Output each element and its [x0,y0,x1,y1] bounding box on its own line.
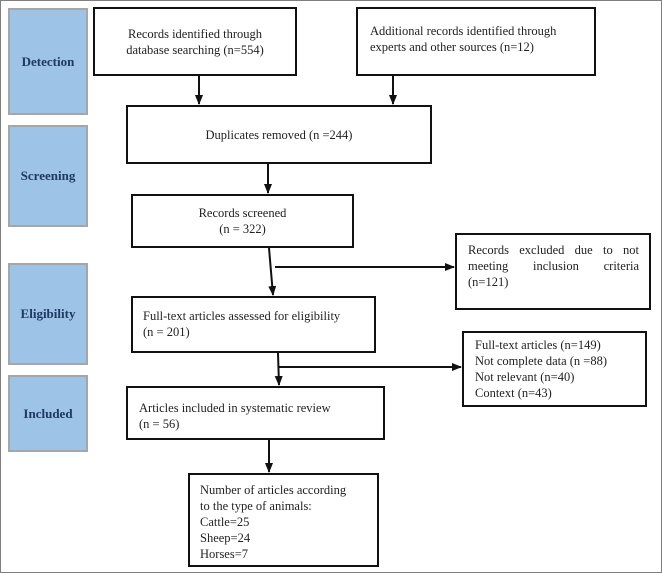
box-text-line: Duplicates removed (n =244) [205,127,353,142]
box-text-line: meeting inclusion criteria [468,259,639,273]
box-records-excluded: Records excluded due to not meeting incl… [455,233,651,310]
box-text-line: (n = 56) [139,417,180,431]
box-text-line: database searching (n=554) [126,42,264,57]
box-identified-database: Records identified through database sear… [93,7,297,76]
box-text-line: Records screened [198,206,287,220]
stage-detection-label: Detection [21,53,75,69]
box-identified-other-sources: Additional records identified through ex… [356,7,596,76]
box-articles-by-animal: Number of articles according to the type… [188,473,379,567]
box-text-line: (n = 201) [143,325,190,339]
box-records-screened: Records screened (n = 322) [131,194,354,248]
box-text-line: Context (n=43) [475,386,552,400]
box-text-line: (n = 322) [219,222,266,236]
box-text-line: Cattle=25 [200,515,250,529]
box-text-line: to the type of animals: [200,499,312,513]
box-text-line: Additional records identified through [370,24,557,38]
stage-included-label: Included [23,405,73,421]
box-fulltext-assessed: Full-text articles assessed for eligibil… [131,296,376,353]
stage-included: Included [8,375,88,452]
box-text-line: (n=121) [468,275,509,289]
stage-eligibility: Eligibility [8,263,88,365]
box-text-line: Full-text articles (n=149) [475,338,601,352]
box-text-line: Horses=7 [200,547,249,561]
box-fulltext-excluded: Full-text articles (n=149) Not complete … [462,331,647,407]
arrow-screened-to-fulltext [268,247,277,296]
stage-screening: Screening [8,125,88,227]
box-text-line: Number of articles according [200,483,347,497]
arrow-fulltext-to-included [274,352,283,386]
stage-screening-label: Screening [20,168,76,183]
box-duplicates-removed: Duplicates removed (n =244) [126,105,432,164]
box-text-line: Sheep=24 [200,531,251,545]
box-text-line: experts and other sources (n=12) [370,40,534,54]
box-text-line: Not complete data (n =88) [475,354,608,368]
box-text-line: Not relevant (n=40) [475,370,575,384]
box-text-line: Articles included in systematic review [139,401,331,415]
box-included-review: Articles included in systematic review (… [126,386,385,440]
stage-eligibility-label: Eligibility [20,306,76,321]
stage-detection: Detection [8,8,88,115]
box-text-line: Full-text articles assessed for eligibil… [143,309,341,323]
box-text-line: Records identified through [128,26,262,41]
box-text-line: Records excluded due to not [468,243,639,257]
